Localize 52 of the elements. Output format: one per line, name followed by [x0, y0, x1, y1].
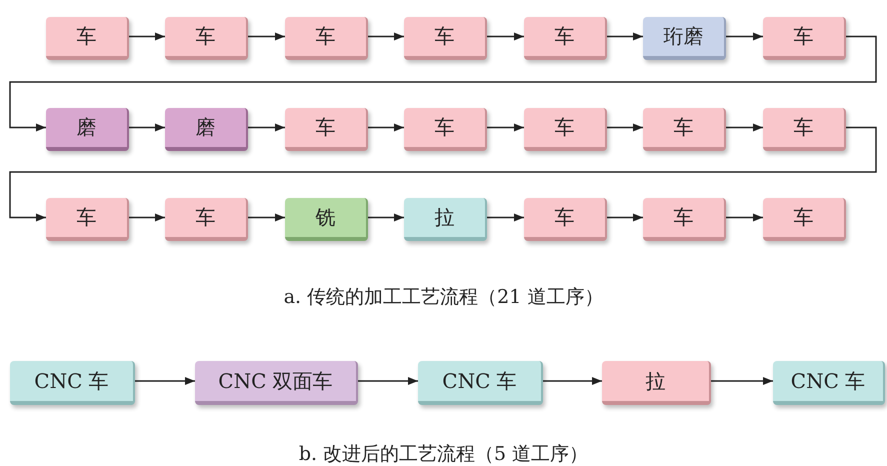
- arrow: [487, 214, 524, 222]
- arrow: [129, 32, 165, 40]
- arrow: [368, 124, 404, 132]
- arrow: [368, 214, 404, 222]
- process-box: 车: [46, 198, 129, 241]
- process-box: 车: [46, 17, 129, 60]
- arrow: [9, 36, 877, 132]
- arrow: [487, 32, 524, 40]
- process-box: 车: [763, 17, 846, 60]
- arrow: [129, 214, 165, 222]
- arrow: [487, 124, 524, 132]
- process-box: 拉: [404, 198, 487, 241]
- arrow: [135, 377, 195, 385]
- arrow: [726, 124, 763, 132]
- process-box: 磨: [165, 108, 248, 151]
- caption: a. 传统的加工工艺流程（21 道工序）: [284, 286, 604, 308]
- process-box: 车: [524, 198, 607, 241]
- arrow: [248, 214, 285, 222]
- arrow: [9, 126, 877, 222]
- process-box: 铣: [285, 198, 368, 241]
- arrow: [711, 377, 773, 385]
- arrow: [607, 32, 643, 40]
- process-box: CNC 车: [418, 361, 543, 405]
- arrow: [129, 124, 165, 132]
- process-box: 车: [643, 108, 726, 151]
- arrow: [358, 377, 418, 385]
- process-box: 车: [404, 108, 487, 151]
- arrow: [248, 124, 285, 132]
- process-box: 磨: [46, 108, 129, 151]
- process-box: 车: [643, 198, 726, 241]
- process-box: 车: [165, 198, 248, 241]
- process-box: CNC 车: [10, 361, 135, 405]
- arrow: [368, 32, 404, 40]
- process-box: CNC 双面车: [195, 361, 358, 405]
- process-box: 珩磨: [643, 17, 726, 60]
- process-box: 车: [404, 17, 487, 60]
- process-box: CNC 车: [773, 361, 885, 405]
- arrow: [726, 214, 763, 222]
- caption: b. 改进后的工艺流程（5 道工序）: [298, 443, 588, 465]
- arrow: [248, 32, 285, 40]
- process-box: 车: [165, 17, 248, 60]
- arrow: [726, 32, 763, 40]
- process-box: 车: [763, 108, 846, 151]
- process-box: 车: [285, 108, 368, 151]
- process-box: 车: [763, 198, 846, 241]
- process-box: 车: [524, 108, 607, 151]
- arrow: [607, 124, 643, 132]
- arrow: [543, 377, 602, 385]
- process-box: 拉: [602, 361, 711, 405]
- arrow: [607, 214, 643, 222]
- process-box: 车: [285, 17, 368, 60]
- process-box: 车: [524, 17, 607, 60]
